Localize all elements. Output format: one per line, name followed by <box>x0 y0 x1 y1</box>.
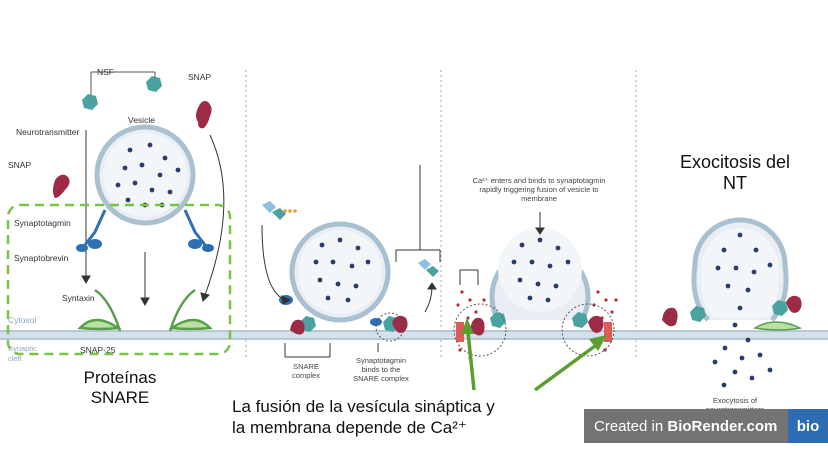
fusion-caption: La fusión de la vesícula sináptica y la … <box>232 396 495 438</box>
nsf-proteins <box>82 76 162 110</box>
snare-complex-label: SNARE complex <box>276 362 336 380</box>
synaptotagmin-label: Synaptotagmin <box>14 218 71 228</box>
biorender-text: Created in BioRender.com <box>584 418 777 435</box>
cytosol-label: Cytosol <box>8 315 37 325</box>
calcium-channels <box>456 322 612 342</box>
biorender-watermark: Created in BioRender.com bio <box>584 409 828 443</box>
panel4-proteins <box>662 295 803 331</box>
biorender-logo: bio <box>788 409 828 443</box>
snap-top-label: SNAP <box>188 72 212 82</box>
synaptobrevin-left <box>76 209 107 252</box>
syt-binds-line2: binds to the <box>361 365 401 374</box>
snare-highlight-box <box>6 203 232 356</box>
exocitosis-title: Exocitosis del NT <box>650 152 820 194</box>
synaptotagmin-binds-label: Synaptotagmin binds to the SNARE complex <box>338 356 424 383</box>
synaptic-label: Synaptic <box>8 344 37 353</box>
panel-1-vesicle <box>94 124 196 226</box>
panel2-arrows <box>261 165 441 358</box>
cleft-label: cleft <box>8 354 22 363</box>
green-annotation-arrows <box>461 318 607 392</box>
snare-complex-line2: complex <box>292 371 320 380</box>
panel-4-fused-vesicle <box>691 217 789 322</box>
ca-line1: Ca²⁺ enters and binds to synaptotagmin <box>472 176 606 185</box>
ca-line2: rapidly triggering fusion of vesicle to <box>479 185 599 194</box>
biorender-brand: BioRender.com <box>667 417 778 435</box>
snare-caption-line2: SNARE <box>90 388 150 407</box>
snap-proteins <box>53 100 212 198</box>
panel3-arrows <box>459 212 545 285</box>
panel-2-vesicle <box>289 221 391 323</box>
biorender-prefix: Created in <box>594 417 668 435</box>
plasma-membrane <box>0 330 828 340</box>
panel2-dots <box>313 237 371 303</box>
calcium-entry-label: Ca²⁺ enters and binds to synaptotagmin r… <box>443 176 635 203</box>
neurotransmitter-label: Neurotransmitter <box>16 127 80 137</box>
synaptobrevin-right <box>183 209 214 252</box>
exocytosis-line1: Exocytosis of <box>712 396 758 405</box>
syntaxin-snap25 <box>77 288 213 332</box>
panel3-dots <box>511 237 571 303</box>
syt-binds-line3: SNARE complex <box>353 374 409 383</box>
synaptobrevin-label: Synaptobrevin <box>14 253 69 263</box>
exocitosis-title-line2: NT <box>723 173 747 193</box>
fusion-caption-line2: la membrana depende de Ca²⁺ <box>232 418 467 437</box>
syt-binds-line1: Synaptotagmin <box>355 356 407 365</box>
snare-caption-line1: Proteínas <box>83 368 157 387</box>
ca-line3: membrane <box>521 194 557 203</box>
synaptotagmin-focus-circle <box>375 312 405 342</box>
nsf-bracket <box>90 71 156 95</box>
exocitosis-title-line1: Exocitosis del <box>679 152 791 172</box>
panel2-proteins <box>262 201 439 335</box>
syntaxin-label: Syntaxin <box>62 293 95 303</box>
nsf-label: NSF <box>97 67 114 77</box>
panel4-dots <box>712 232 773 388</box>
panel-dividers <box>245 70 637 360</box>
panel3-focus-circles <box>453 303 615 357</box>
panel3-proteins <box>470 312 604 336</box>
snap25-label: SNAP-25 <box>80 345 116 355</box>
fusion-caption-line1: La fusión de la vesícula sináptica y <box>232 397 495 416</box>
snare-proteins-caption: Proteínas SNARE <box>60 368 180 408</box>
snap-left-label: SNAP <box>8 160 32 170</box>
snare-complex-line1: SNARE <box>293 362 319 371</box>
vesicle-label: Vesicle <box>128 115 155 125</box>
